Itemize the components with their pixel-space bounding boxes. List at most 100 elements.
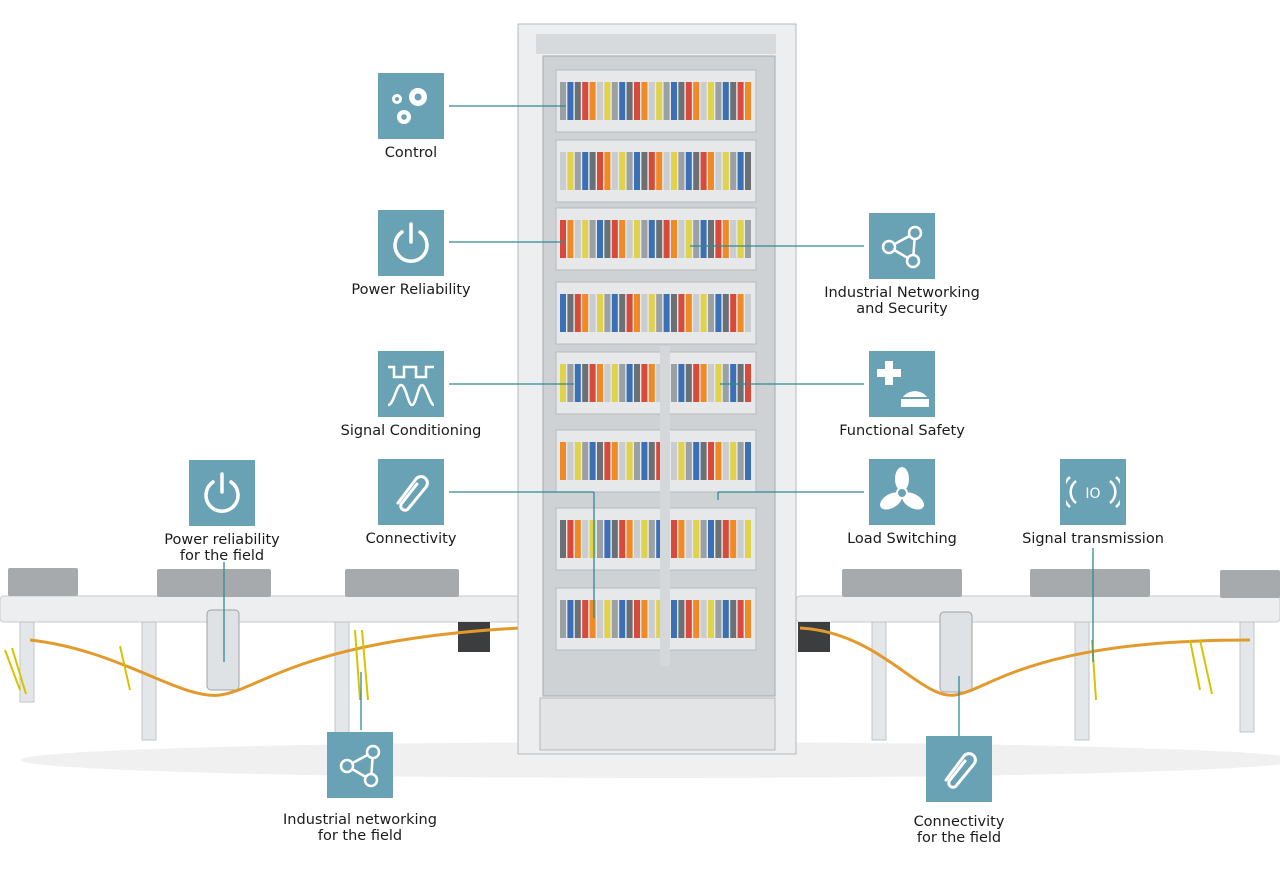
terminal-block xyxy=(604,364,611,402)
terminal-block xyxy=(671,364,677,402)
terminal-block xyxy=(634,600,640,638)
terminal-block xyxy=(604,442,611,480)
terminal-block xyxy=(574,364,581,402)
waveform-icon xyxy=(378,351,444,417)
paperclip-icon xyxy=(926,736,992,802)
terminal-block xyxy=(641,220,648,258)
terminal-block xyxy=(634,364,640,402)
callout-industrial-networking-field: Industrial networking for the field xyxy=(270,732,450,844)
terminal-block xyxy=(619,442,626,480)
cable xyxy=(4,645,131,695)
terminal-block xyxy=(589,520,596,558)
network-nodes-icon xyxy=(327,732,393,798)
terminal-block xyxy=(715,82,722,120)
terminal-block xyxy=(730,520,737,558)
terminal-block xyxy=(730,82,737,120)
terminal-block xyxy=(730,600,737,638)
conveyor-leg xyxy=(334,621,350,741)
terminal-block xyxy=(567,364,574,402)
terminal-block xyxy=(656,152,663,190)
terminal-block xyxy=(722,520,729,558)
callout-label: Functional Safety xyxy=(839,423,965,439)
terminal-block xyxy=(582,600,589,638)
conveyor-leg xyxy=(1074,621,1090,741)
terminal-block xyxy=(671,600,677,638)
terminal-block xyxy=(619,220,626,258)
terminal-block xyxy=(693,600,700,638)
din-rail-row xyxy=(555,587,757,651)
cabinet-top xyxy=(536,34,776,54)
terminal-block xyxy=(722,364,729,402)
terminal-block xyxy=(708,82,714,120)
conveyor-belt xyxy=(0,595,521,623)
terminal-block xyxy=(678,82,685,120)
safety-plus-icon xyxy=(869,351,935,417)
terminal-block xyxy=(648,152,655,190)
terminal-block xyxy=(582,364,589,402)
terminal-block xyxy=(678,442,685,480)
callout-power-reliability-field: Power reliability for the field xyxy=(132,460,312,564)
terminal-block xyxy=(671,442,677,480)
terminal-block xyxy=(693,442,700,480)
terminal-block xyxy=(648,600,655,638)
cabinet-base xyxy=(539,697,776,751)
terminal-block xyxy=(685,442,692,480)
terminal-block xyxy=(693,364,700,402)
connector-lines xyxy=(223,105,1094,736)
terminal-block xyxy=(582,520,589,558)
power-icon xyxy=(378,210,444,276)
io-signal-icon: IO xyxy=(1060,459,1126,525)
terminal-block xyxy=(671,520,677,558)
terminal-block xyxy=(574,600,581,638)
terminal-block xyxy=(685,82,692,120)
terminal-block xyxy=(737,600,744,638)
field-device xyxy=(206,609,240,691)
gears-icon xyxy=(378,73,444,139)
terminal-block xyxy=(715,294,722,332)
terminal-block xyxy=(619,600,626,638)
terminal-block xyxy=(656,520,663,558)
terminal-block xyxy=(722,294,729,332)
terminal-block xyxy=(722,600,729,638)
field-device xyxy=(939,611,973,693)
callout-control: Control xyxy=(321,73,501,161)
conveyor-box xyxy=(1220,570,1280,598)
svg-text:IO: IO xyxy=(1085,486,1100,502)
terminal-block xyxy=(745,152,751,190)
terminal-block xyxy=(700,520,707,558)
conveyor-box xyxy=(1030,569,1150,597)
terminal-block xyxy=(574,152,581,190)
terminal-block xyxy=(700,152,707,190)
terminal-block xyxy=(685,520,692,558)
terminal-block xyxy=(582,294,589,332)
terminal-block xyxy=(730,152,737,190)
terminal-block xyxy=(560,600,566,638)
terminal-block xyxy=(597,442,603,480)
terminal-block xyxy=(693,520,700,558)
cable xyxy=(354,629,369,701)
power-icon xyxy=(189,460,255,526)
callout-label: Connectivity xyxy=(365,531,457,547)
conveyor-leg xyxy=(871,621,887,741)
terminal-block xyxy=(648,82,655,120)
terminal-block xyxy=(589,82,596,120)
conveyor-belt xyxy=(795,595,1280,623)
terminal-block xyxy=(567,294,574,332)
terminal-block xyxy=(634,220,640,258)
terminal-block xyxy=(641,152,648,190)
terminal-block xyxy=(589,294,596,332)
terminal-block xyxy=(641,364,648,402)
conveyor-box xyxy=(345,569,459,597)
terminal-block xyxy=(597,294,603,332)
terminal-block xyxy=(634,520,640,558)
conveyor-box xyxy=(8,568,78,596)
terminal-block xyxy=(678,220,685,258)
terminal-block xyxy=(641,82,648,120)
terminal-block xyxy=(619,82,626,120)
terminal-block xyxy=(685,364,692,402)
terminal-block xyxy=(560,152,566,190)
fan-icon xyxy=(869,459,935,525)
terminal-block xyxy=(619,294,626,332)
terminal-block xyxy=(574,294,581,332)
network-nodes-icon xyxy=(869,213,935,279)
